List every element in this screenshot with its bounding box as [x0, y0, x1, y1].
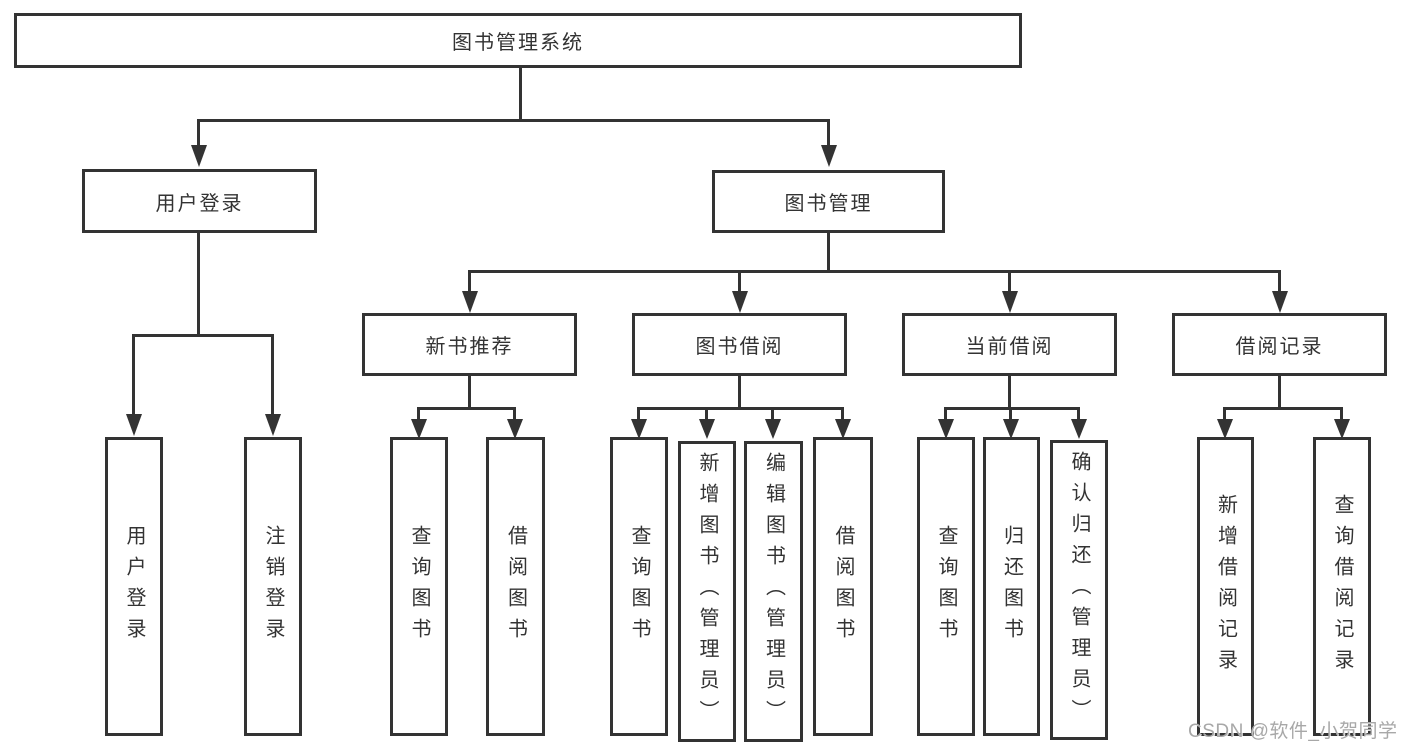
connector-arrowline	[1008, 270, 1011, 294]
connector-book-mgmt-stem	[827, 233, 830, 273]
connector-arrowline	[1278, 270, 1281, 294]
connector-group4-hline	[944, 407, 1080, 410]
leaf-label: 查询图书	[408, 524, 430, 649]
connector-level2-hline	[197, 119, 830, 122]
connector-arrowline	[513, 407, 516, 421]
node-user-login-label: 用户登录	[155, 192, 244, 215]
connector-section-stem	[1008, 374, 1011, 409]
connector-arrowline	[827, 119, 830, 147]
connector-section-stem	[468, 374, 471, 409]
arrowhead-down-icon	[821, 145, 837, 167]
connector-arrowline	[468, 270, 471, 294]
arrowhead-down-icon	[732, 291, 748, 313]
leaf-add-borrow-record: 新增借阅记录	[1197, 437, 1254, 736]
connector-arrowline	[738, 270, 741, 294]
connector-section-stem	[738, 374, 741, 409]
node-root: 图书管理系统	[14, 13, 1022, 68]
leaf-query-books-current: 查询图书	[917, 437, 975, 736]
connector-arrowline	[944, 407, 947, 421]
leaf-logout: 注销登录	[244, 437, 302, 736]
node-current-borrow: 当前借阅	[902, 313, 1117, 376]
leaf-borrow-books: 借阅图书	[813, 437, 873, 736]
leaf-edit-book-admin: 编辑图书（管理员）	[744, 441, 803, 742]
leaf-label: 新增图书（管理员）	[696, 452, 718, 731]
connector-arrowline	[841, 407, 844, 421]
node-borrow-records: 借阅记录	[1172, 313, 1387, 376]
arrowhead-down-icon	[191, 145, 207, 167]
arrowhead-down-icon	[835, 419, 851, 439]
connector-arrowline	[197, 119, 200, 147]
connector-arrowline	[705, 407, 708, 421]
connector-group3-hline	[637, 407, 844, 410]
connector-arrowline	[1077, 407, 1080, 421]
arrowhead-down-icon	[938, 419, 954, 439]
connector-arrowline	[637, 407, 640, 421]
connector-root-stem	[519, 68, 522, 121]
leaf-query-books-borrow: 查询图书	[610, 437, 668, 736]
node-new-book-recommend-label: 新书推荐	[425, 336, 514, 358]
arrowhead-down-icon	[1003, 419, 1019, 439]
leaf-label: 编辑图书（管理员）	[762, 452, 785, 731]
leaf-label: 用户登录	[123, 524, 145, 649]
connector-group5-hline	[1223, 407, 1343, 410]
arrowhead-down-icon	[126, 414, 142, 436]
connector-group1-hline	[132, 334, 274, 337]
connector-arrowline	[417, 407, 420, 421]
leaf-add-book-admin: 新增图书（管理员）	[678, 441, 736, 742]
arrowhead-down-icon	[462, 291, 478, 313]
connector-arrowline	[132, 334, 135, 416]
leaf-query-borrow-record: 查询借阅记录	[1313, 437, 1371, 736]
node-new-book-recommend: 新书推荐	[362, 313, 577, 376]
connector-arrowline	[271, 334, 274, 416]
node-user-login: 用户登录	[82, 169, 317, 233]
arrowhead-down-icon	[1272, 291, 1288, 313]
node-borrow-records-label: 借阅记录	[1235, 336, 1324, 358]
leaf-label: 查询借阅记录	[1331, 493, 1353, 680]
node-book-management-label: 图书管理	[784, 193, 873, 215]
leaf-confirm-return-admin: 确认归还（管理员）	[1050, 440, 1108, 740]
leaf-borrow-books-recommend: 借阅图书	[486, 437, 545, 736]
arrowhead-down-icon	[631, 419, 647, 439]
connector-section-stem	[1278, 374, 1281, 409]
node-root-label: 图书管理系统	[452, 32, 584, 54]
connector-arrowline	[1009, 407, 1012, 421]
arrowhead-down-icon	[1334, 419, 1350, 439]
node-book-borrow-label: 图书借阅	[695, 336, 784, 358]
connector-arrowline	[1223, 407, 1226, 421]
connector-user-login-stem	[197, 233, 200, 337]
arrowhead-down-icon	[507, 419, 523, 439]
arrowhead-down-icon	[1002, 291, 1018, 313]
arrowhead-down-icon	[265, 414, 281, 436]
arrowhead-down-icon	[1217, 419, 1233, 439]
leaf-label: 注销登录	[262, 524, 284, 649]
node-book-management: 图书管理	[712, 170, 945, 233]
node-current-borrow-label: 当前借阅	[965, 336, 1054, 358]
leaf-label: 查询图书	[628, 524, 650, 649]
leaf-label: 借阅图书	[504, 524, 527, 649]
arrowhead-down-icon	[765, 419, 781, 439]
node-book-borrow: 图书借阅	[632, 313, 847, 376]
connector-arrowline	[771, 407, 774, 421]
csdn-watermark: CSDN @软件_小贺同学	[1188, 721, 1398, 742]
arrowhead-down-icon	[699, 419, 715, 439]
connector-arrowline	[1340, 407, 1343, 421]
leaf-label: 确认归还（管理员）	[1068, 450, 1090, 730]
connector-group2-hline	[417, 407, 516, 410]
arrowhead-down-icon	[411, 419, 427, 439]
leaf-label: 查询图书	[935, 524, 957, 649]
leaf-label: 借阅图书	[832, 524, 854, 649]
leaf-return-book: 归还图书	[983, 437, 1040, 736]
connector-level3-hline	[468, 270, 1281, 273]
leaf-label: 新增借阅记录	[1214, 493, 1237, 680]
leaf-user-login: 用户登录	[105, 437, 163, 736]
arrowhead-down-icon	[1071, 419, 1087, 439]
leaf-query-books-recommend: 查询图书	[390, 437, 448, 736]
leaf-label: 归还图书	[1000, 524, 1023, 649]
